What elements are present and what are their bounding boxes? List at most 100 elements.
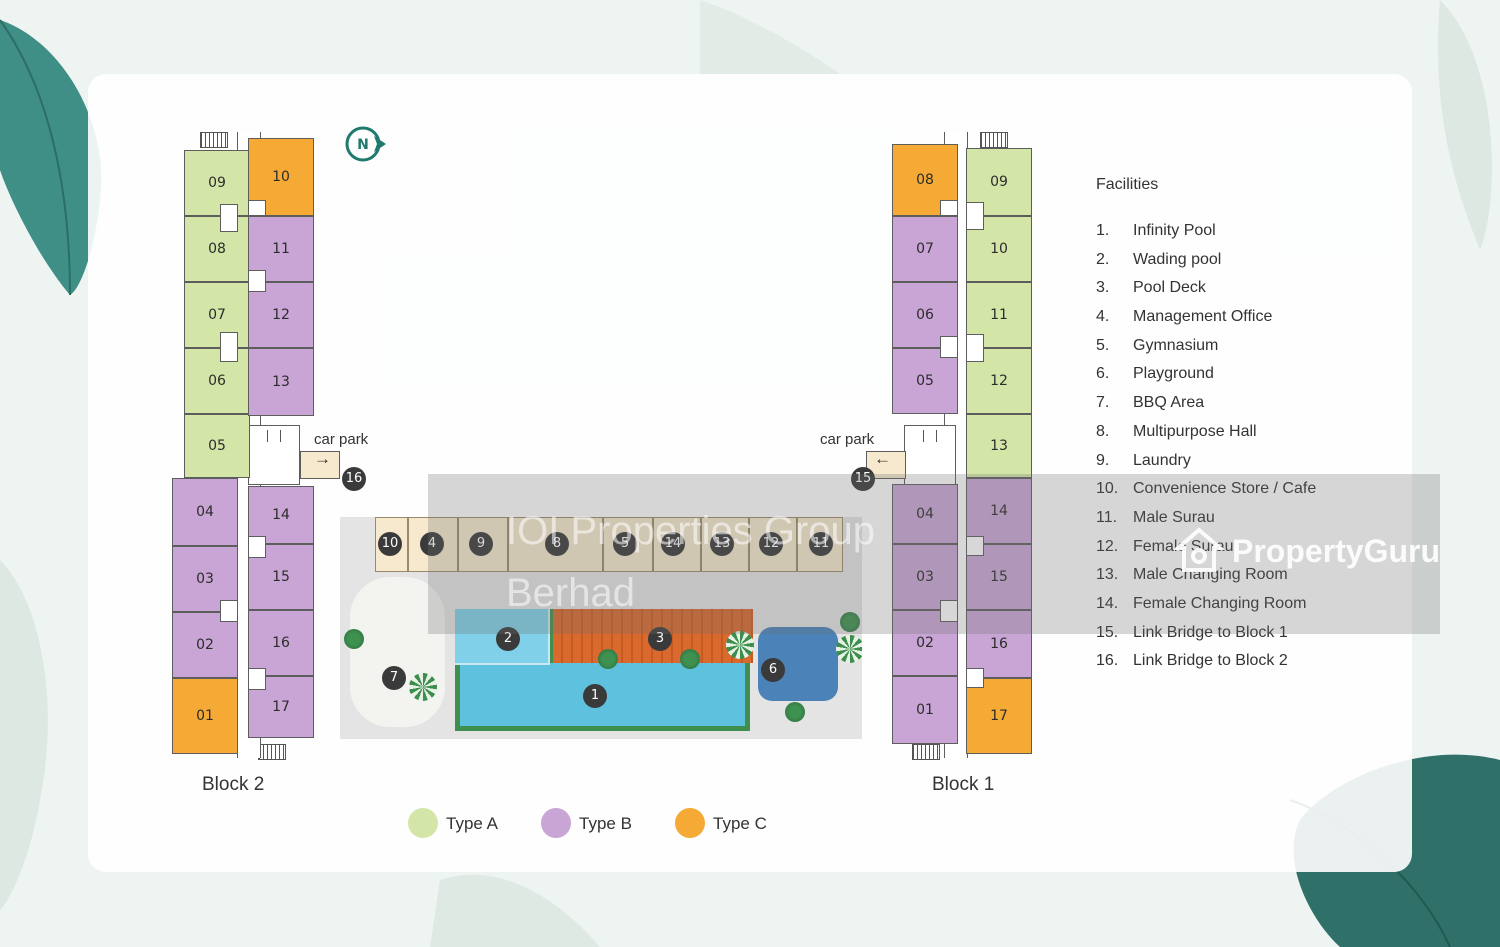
car-park-arrow-icon: → <box>314 449 331 468</box>
facility-name: Multipurpose Hall <box>1133 422 1257 440</box>
legend-swatch-type-b <box>541 808 571 838</box>
legend-label-type-c: Type C <box>713 814 767 833</box>
facility-badge-6[interactable]: 6 <box>761 658 785 682</box>
facility-badge-11[interactable]: 11 <box>809 532 833 556</box>
unit-b1-04[interactable]: 04 <box>892 484 958 544</box>
unit-b2-03[interactable]: 03 <box>172 546 238 612</box>
propertyguru-logo-icon <box>1174 527 1224 572</box>
facility-badge-7[interactable]: 7 <box>382 666 406 690</box>
facility-number: 8. <box>1096 422 1110 440</box>
facility-number: 14. <box>1096 594 1119 612</box>
facility-number: 3. <box>1096 279 1110 297</box>
facility-number: 9. <box>1096 451 1110 469</box>
unit-notch <box>248 270 266 292</box>
unit-b1-07[interactable]: 07 <box>892 216 958 282</box>
facility-item: 1.Infinity Pool <box>1096 220 1316 249</box>
facility-name: Gymnasium <box>1133 336 1219 354</box>
unit-notch <box>940 200 958 216</box>
link-bridge-16 <box>300 451 340 479</box>
unit-b2-02[interactable]: 02 <box>172 612 238 678</box>
facility-number: 13. <box>1096 566 1119 584</box>
facility-badge-15[interactable]: 15 <box>851 467 875 491</box>
facility-badge-13[interactable]: 13 <box>710 532 734 556</box>
staircase-icon <box>258 744 286 760</box>
facility-name: Management Office <box>1133 308 1273 326</box>
facility-badge-9[interactable]: 9 <box>469 532 493 556</box>
unit-b2-08[interactable]: 08 <box>184 216 250 282</box>
facility-badge-1[interactable]: 1 <box>583 684 607 708</box>
unit-b1-03[interactable]: 03 <box>892 544 958 610</box>
unit-b2-05[interactable]: 05 <box>184 414 250 478</box>
bbq-garden-path <box>350 577 445 727</box>
unit-b2-14[interactable]: 14 <box>248 486 314 544</box>
facility-name: Convenience Store / Cafe <box>1133 480 1317 498</box>
compass-letter: N <box>357 137 369 153</box>
facility-number: 15. <box>1096 623 1119 641</box>
unit-b2-15[interactable]: 15 <box>248 544 314 610</box>
facility-badge-12[interactable]: 12 <box>759 532 783 556</box>
facility-item: 4.Management Office <box>1096 306 1316 335</box>
facility-name: Laundry <box>1133 451 1191 469</box>
facility-name: Link Bridge to Block 2 <box>1133 652 1288 670</box>
unit-b2-12[interactable]: 12 <box>248 282 314 348</box>
unit-b1-17[interactable]: 17 <box>966 678 1032 754</box>
facility-number: 12. <box>1096 537 1119 555</box>
unit-b2-16[interactable]: 16 <box>248 610 314 676</box>
lift-lobby <box>904 425 956 485</box>
legend-swatch-type-c <box>675 808 705 838</box>
unit-notch <box>966 668 984 688</box>
unit-b1-05[interactable]: 05 <box>892 348 958 414</box>
facility-badge-14[interactable]: 14 <box>661 532 685 556</box>
legend-swatch-type-a <box>408 808 438 838</box>
facility-item: 3.Pool Deck <box>1096 277 1316 306</box>
facility-item: 14.Female Changing Room <box>1096 593 1316 622</box>
facilities-list: 1.Infinity Pool 2.Wading pool 3.Pool Dec… <box>1096 220 1316 679</box>
facility-number: 1. <box>1096 222 1110 239</box>
tree-icon <box>598 649 618 669</box>
facility-badge-2[interactable]: 2 <box>496 627 520 651</box>
staircase-icon <box>912 744 940 760</box>
facility-badge-10[interactable]: 10 <box>378 532 402 556</box>
unit-b2-07[interactable]: 07 <box>184 282 250 348</box>
unit-notch <box>220 332 238 362</box>
facility-name: BBQ Area <box>1133 394 1205 412</box>
unit-notch <box>966 202 984 230</box>
unit-b1-01[interactable]: 01 <box>892 676 958 744</box>
umbrella-icon <box>836 635 862 663</box>
facility-name: Male Changing Room <box>1133 566 1288 584</box>
room-laundry <box>458 517 508 572</box>
unit-notch <box>940 336 958 358</box>
facility-badge-4[interactable]: 4 <box>420 532 444 556</box>
unit-b2-17[interactable]: 17 <box>248 676 314 738</box>
unit-b2-09[interactable]: 09 <box>184 150 250 216</box>
facility-item: 9. Laundry <box>1096 450 1316 479</box>
unit-notch <box>966 334 984 362</box>
block-2-label: Block 2 <box>202 774 265 795</box>
watermark-line-1: IOI Properties Group <box>506 509 876 553</box>
propertyguru-brand-text: PropertyGuru <box>1232 532 1441 569</box>
facility-badge-16[interactable]: 16 <box>342 467 366 491</box>
facility-name: Male Surau <box>1133 508 1215 526</box>
facility-badge-3[interactable]: 3 <box>648 627 672 651</box>
facility-badge-8[interactable]: 8 <box>545 532 569 556</box>
unit-notch <box>248 668 266 690</box>
unit-b1-02[interactable]: 02 <box>892 610 958 676</box>
facility-item: 10.Convenience Store / Cafe <box>1096 478 1316 507</box>
unit-b2-04[interactable]: 04 <box>172 478 238 546</box>
staircase-icon <box>200 132 228 148</box>
unit-b2-01[interactable]: 01 <box>172 678 238 754</box>
unit-b1-16[interactable]: 16 <box>966 610 1032 678</box>
facility-badge-5[interactable]: 5 <box>613 532 637 556</box>
facility-name: Link Bridge to Block 1 <box>1133 623 1288 641</box>
facility-item: 6.Playground <box>1096 363 1316 392</box>
lift-lobby <box>248 425 300 485</box>
unit-notch <box>940 600 958 622</box>
unit-b1-14[interactable]: 14 <box>966 478 1032 544</box>
unit-b2-13[interactable]: 13 <box>248 348 314 416</box>
unit-b2-06[interactable]: 06 <box>184 348 250 414</box>
tree-icon <box>680 649 700 669</box>
unit-b1-13[interactable]: 13 <box>966 414 1032 478</box>
facility-name: Wading pool <box>1133 250 1222 268</box>
facility-number: 11. <box>1096 508 1118 526</box>
legend-label-type-a: Type A <box>446 814 498 833</box>
